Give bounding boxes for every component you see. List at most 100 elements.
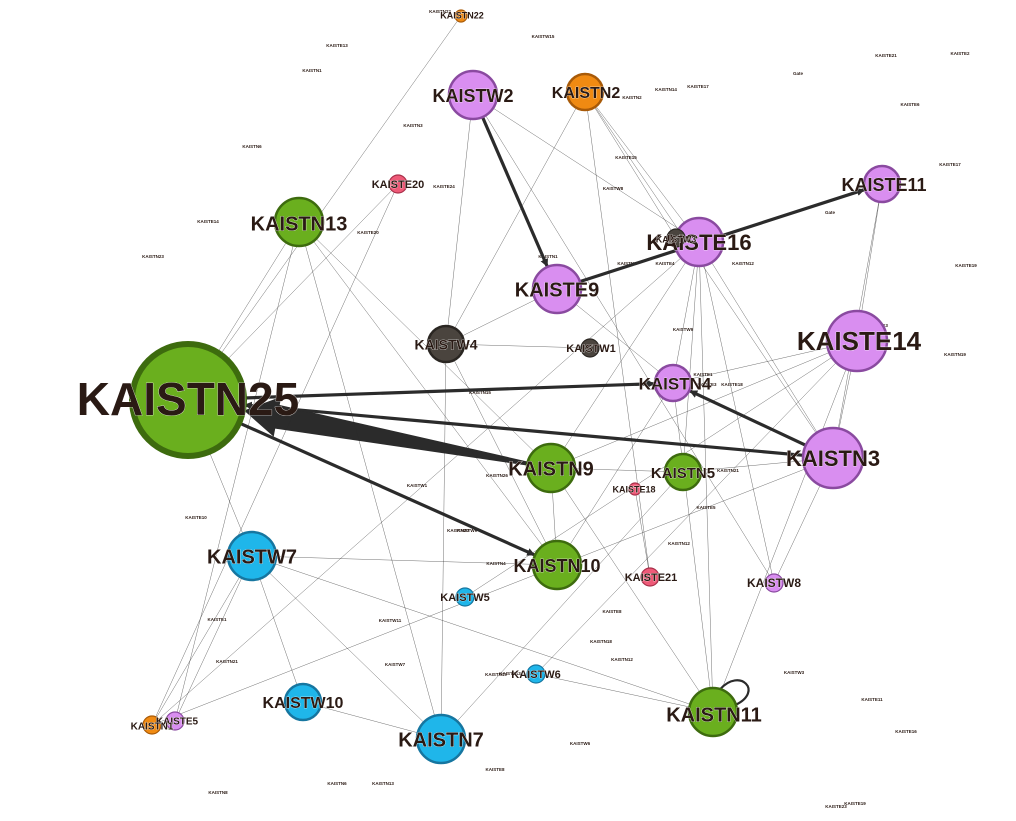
node-label-KAISTN2: KAISTN2 (552, 85, 621, 102)
minor-node-label: KAISTN8 (208, 790, 228, 795)
node-KAISTN4[interactable] (653, 363, 693, 403)
node-KAISTN7[interactable] (415, 713, 467, 765)
node-KAISTE21[interactable] (640, 567, 660, 587)
node-label-KAISTE5: KAISTE5 (156, 717, 199, 728)
self-loop-KAISTN11 (719, 679, 750, 706)
edge-KAISTW2-KAISTW4 (445, 94, 474, 345)
node-KAISTE5[interactable] (165, 711, 185, 731)
edge-KAISTN11-KAISTW7 (251, 555, 714, 713)
node-KAISTN2[interactable] (565, 72, 605, 112)
node-KAISTN3[interactable] (801, 426, 865, 490)
minor-node-label: KAISTN3 (403, 123, 423, 128)
node-label-KAISTW4: KAISTW4 (415, 337, 478, 353)
minor-node-label: KAISTW1 (407, 483, 428, 488)
edge-KAISTN25-KAISTN22 (187, 15, 462, 401)
edges-layer (151, 15, 883, 740)
minor-node-label: KAISTN4 (486, 561, 506, 566)
node-KAISTE14[interactable] (825, 309, 889, 373)
edge-KAISTE21-KAISTE18 (634, 488, 651, 578)
edge-KAISTE16-KAISTN9 (550, 241, 700, 469)
minor-node-label: KAISTW8 (603, 186, 624, 191)
minor-node-label: KAISTN2 (622, 95, 642, 100)
minor-node-label: KAISTE2 (950, 51, 970, 56)
edge-KAISTN9-KAISTN11 (550, 467, 714, 713)
node-KAISTW7[interactable] (226, 530, 278, 582)
edge-KAISTW4-KAISTN10 (445, 343, 558, 566)
edge-KAISTE14-KAISTN4 (672, 340, 858, 384)
node-KAISTN22[interactable] (454, 9, 468, 23)
minor-node-label: KAISTN21 (216, 659, 238, 664)
minor-node-label: KAISTE14 (197, 219, 219, 224)
edge-KAISTW2-KAISTE9 (481, 116, 549, 268)
node-label-KAISTW10: KAISTW10 (263, 695, 344, 712)
node-KAISTW6[interactable] (526, 664, 546, 684)
node-label-KAISTE11: KAISTE11 (841, 175, 926, 195)
minor-node-label: KAISTN12 (668, 541, 690, 546)
edge-KAISTE14-KAISTW5 (464, 340, 858, 598)
node-KAISTN13[interactable] (273, 196, 325, 248)
node-KAISTN10[interactable] (531, 539, 583, 591)
edge-KAISTN2-KAISTN3 (584, 91, 834, 459)
node-KAISTE11[interactable] (862, 164, 902, 204)
edge-KAISTN1-KAISTN3 (151, 457, 834, 726)
edge-KAISTE16-KAISTW8 (698, 241, 775, 584)
minor-node-label: KAISTN22 (429, 9, 451, 14)
edge-KAISTW4-KAISTW1 (445, 343, 591, 349)
minor-node-label: KAISTN23 (142, 254, 164, 259)
edge-KAISTN2-KAISTE16 (584, 91, 700, 243)
edge-KAISTN13-KAISTN7 (298, 221, 442, 740)
edge-KAISTN10-KAISTW7 (251, 555, 558, 566)
node-KAISTE20[interactable] (388, 174, 408, 194)
node-KAISTE9[interactable] (531, 263, 583, 315)
minor-node-label: KAISTN1 (617, 261, 637, 266)
node-label-KAISTN22: KAISTN22 (440, 10, 484, 20)
minor-node-label: KAISTE24 (433, 184, 455, 189)
minor-node-label: KAISTE15 (615, 155, 637, 160)
node-label-KAISTW6: KAISTW6 (511, 669, 561, 681)
node-label-KAISTN25: KAISTN25 (77, 373, 299, 425)
node-label-KAISTW2: KAISTW2 (433, 86, 514, 106)
minor-node-label: KAISTN15 (469, 390, 491, 395)
edge-KAISTN10-KAISTN4 (556, 382, 674, 566)
node-label-KAISTN1: KAISTN1 (131, 722, 174, 733)
edge-KAISTW4-KAISTN7 (440, 343, 447, 740)
minor-node-label: KAISTE1 (207, 617, 227, 622)
node-KAISTW8[interactable] (764, 573, 784, 593)
minor-node-label: KAISTE20 (357, 230, 379, 235)
minor-node-label: KAISTE13 (326, 43, 348, 48)
minor-node-label: KAISTE3 (697, 382, 717, 387)
minor-node-label: KAISTE19 (844, 801, 866, 806)
node-label-KAISTE9: KAISTE9 (515, 279, 599, 301)
edge-KAISTN1-KAISTE20 (151, 183, 399, 726)
minor-node-label: KAISTN6 (327, 781, 347, 786)
node-label-KAISTE16: KAISTE16 (646, 230, 751, 255)
minor-node-label: KAISTN13 (372, 781, 394, 786)
edge-KAISTN2-KAISTE21 (584, 91, 651, 578)
minor-node-label: KAISTN12 (611, 657, 633, 662)
edge-KAISTW7-KAISTE5 (174, 555, 253, 722)
node-KAISTW4[interactable] (426, 324, 466, 364)
node-KAISTN25[interactable] (129, 341, 247, 459)
edge-KAISTW2-KAISTW8 (472, 94, 775, 584)
edge-KAISTN13-KAISTE5 (174, 221, 300, 722)
node-KAISTW10[interactable] (283, 682, 323, 722)
node-KAISTN1[interactable] (142, 715, 162, 735)
node-KAISTE18[interactable] (628, 482, 642, 496)
edge-KAISTN3-KAISTN25 (243, 401, 804, 457)
node-KAISTN5[interactable] (663, 452, 703, 492)
minor-node-label: KAISTN18 (590, 639, 612, 644)
edge-KAISTN2-KAISTW3 (584, 91, 677, 239)
minor-node-label: KAISTW11 (379, 618, 402, 623)
node-label-KAISTW3: KAISTW3 (656, 234, 697, 244)
node-label-KAISTE21: KAISTE21 (625, 572, 678, 584)
node-KAISTW1[interactable] (580, 338, 600, 358)
node-KAISTW2[interactable] (447, 69, 499, 121)
edge-KAISTN2-KAISTW4 (445, 91, 586, 345)
edge-KAISTN3-KAISTN4 (689, 389, 807, 447)
node-KAISTN11[interactable] (687, 686, 739, 738)
minor-node-label: KAISTN21 (717, 468, 739, 473)
node-KAISTW5[interactable] (455, 587, 475, 607)
node-KAISTN9[interactable] (525, 442, 577, 494)
node-KAISTW3[interactable] (666, 228, 686, 248)
minor-node-label: Gate (793, 71, 804, 76)
